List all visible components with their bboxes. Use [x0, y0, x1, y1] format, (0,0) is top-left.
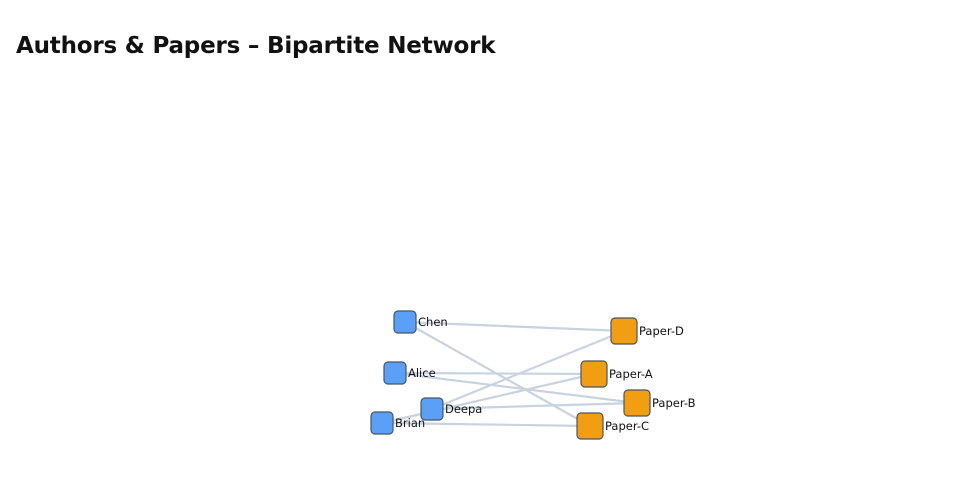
edge-chen-paper-d — [404, 320, 625, 333]
author-node-shape[interactable] — [393, 310, 417, 334]
node-chen[interactable]: Chen — [393, 310, 448, 334]
author-node-shape[interactable] — [370, 411, 394, 435]
node-label: Alice — [408, 366, 436, 380]
paper-node-shape[interactable] — [623, 389, 651, 417]
paper-node-shape[interactable] — [576, 412, 604, 440]
node-paper-d[interactable]: Paper-D — [610, 317, 684, 345]
node-label: Brian — [395, 416, 425, 430]
edges-layer — [381, 320, 638, 428]
node-brian[interactable]: Brian — [370, 411, 425, 435]
node-paper-b[interactable]: Paper-B — [623, 389, 696, 417]
edge-deepa-paper-b — [431, 401, 638, 411]
edge-brian-paper-a — [381, 372, 595, 425]
node-label: Paper-A — [609, 367, 653, 381]
author-node-shape[interactable] — [420, 397, 444, 421]
edge-alice-paper-a — [394, 371, 595, 376]
author-node-shape[interactable] — [383, 361, 407, 385]
paper-node-shape[interactable] — [580, 360, 608, 388]
node-deepa[interactable]: Deepa — [420, 397, 482, 421]
edge-alice-paper-b — [394, 371, 638, 405]
node-alice[interactable]: Alice — [383, 361, 436, 385]
node-label: Paper-D — [639, 324, 684, 338]
node-label: Chen — [418, 315, 448, 329]
node-paper-a[interactable]: Paper-A — [580, 360, 653, 388]
node-label: Paper-B — [652, 396, 696, 410]
paper-node-shape[interactable] — [610, 317, 638, 345]
node-label: Deepa — [445, 402, 482, 416]
edge-brian-paper-c — [381, 421, 591, 428]
edge-deepa-paper-d — [431, 329, 625, 411]
page-title: Authors & Papers – Bipartite Network — [16, 33, 496, 59]
node-label: Paper-C — [605, 419, 649, 433]
node-paper-c[interactable]: Paper-C — [576, 412, 649, 440]
